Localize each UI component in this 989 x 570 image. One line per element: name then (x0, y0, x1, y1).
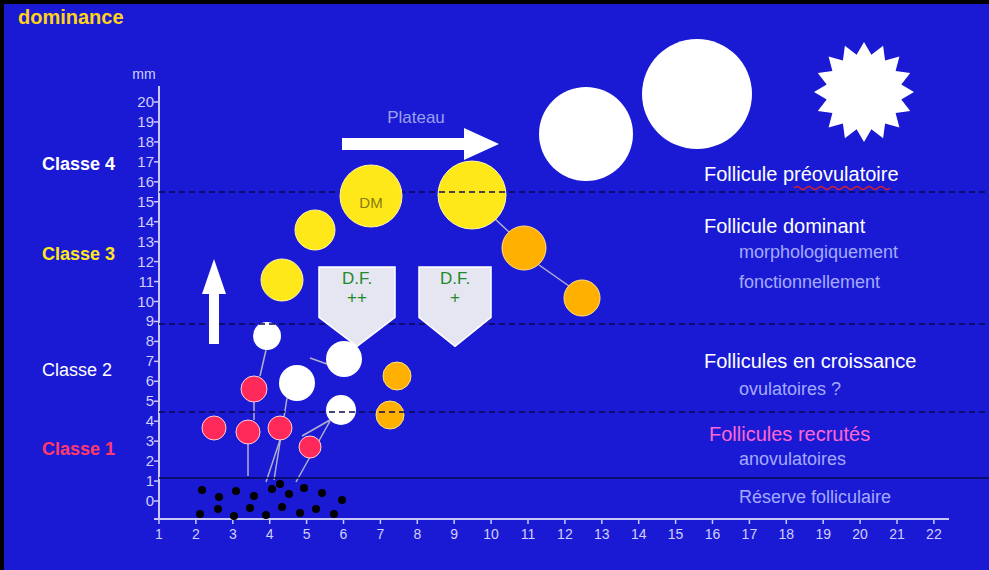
class-lines (159, 192, 989, 478)
tick-label: 2 (146, 452, 154, 469)
slide-title: dominance (18, 6, 124, 29)
tick-label: 8 (413, 526, 421, 542)
class-label: Classe 4 (42, 154, 115, 175)
dominant-follicle: DM (339, 164, 403, 228)
dominance-arrow: D.F. + (418, 266, 492, 347)
class-description: Follicules recrutés (709, 423, 870, 446)
axes (154, 86, 949, 519)
class-subnote: morphologiquement (739, 242, 898, 263)
tick-label: 11 (521, 526, 536, 542)
tick-label: 1 (146, 472, 154, 489)
spellcheck-underline (794, 187, 890, 190)
class-description: Follicules en croissance (704, 350, 916, 373)
tick-label: 13 (137, 233, 154, 250)
tick-label: 9 (450, 526, 458, 542)
lineage-lines (248, 218, 569, 482)
unit-label: mm (132, 66, 155, 82)
class-description: Follicule dominant (704, 215, 865, 238)
tick-label: 5 (303, 526, 311, 542)
tick-label: 3 (146, 433, 154, 450)
tick-label: 8 (146, 333, 154, 350)
tick-label: 1 (155, 526, 163, 542)
tick-label: 20 (137, 93, 154, 110)
tick-label: 20 (852, 526, 868, 542)
tick-label: 19 (137, 113, 154, 130)
reserve-dots (196, 480, 346, 520)
tick-label: 10 (137, 293, 154, 310)
tick-label: 7 (146, 353, 154, 370)
tick-label: 17 (742, 526, 758, 542)
tick-label: 11 (138, 273, 154, 290)
plateau-label: Plateau (387, 108, 445, 128)
growth-arrow (202, 259, 226, 344)
tick-label: 6 (146, 373, 154, 390)
class-label: Classe 2 (42, 360, 112, 381)
class-label: Classe 1 (42, 439, 115, 460)
tick-label: 14 (631, 526, 647, 542)
tick-label: 7 (376, 526, 384, 542)
tick-label: 18 (137, 133, 154, 150)
tick-label: 21 (889, 526, 905, 542)
tick-label: 12 (557, 526, 573, 542)
tick-label: 3 (229, 526, 237, 542)
dominance-arrow: D.F. ++ (318, 266, 396, 347)
class-label: Classe 3 (42, 244, 115, 265)
class-subnote: ovulatoires ? (739, 379, 841, 400)
tick-label: 16 (705, 526, 721, 542)
class-description: Follicule préovulatoire (704, 163, 899, 186)
tick-label: 5 (146, 393, 154, 410)
tick-label: 4 (146, 413, 154, 430)
plateau-arrow (342, 128, 499, 160)
preovulatory-follicles (539, 39, 914, 181)
tick-label: 10 (483, 526, 499, 542)
tick-label: 18 (779, 526, 795, 542)
tick-label: 6 (340, 526, 348, 542)
tick-label: 4 (266, 526, 274, 542)
tick-label: 15 (137, 193, 154, 210)
tick-label: 2 (192, 526, 200, 542)
class-subnote: Réserve folliculaire (739, 487, 891, 508)
tick-label: 9 (146, 313, 154, 330)
tick-label: 0 (146, 492, 154, 509)
tick-label: 13 (594, 526, 610, 542)
tick-label: 15 (668, 526, 684, 542)
tick-label: 19 (815, 526, 831, 542)
tick-label: 12 (137, 253, 154, 270)
class-subnote: fonctionnellement (739, 272, 880, 293)
tick-label: 16 (137, 173, 154, 190)
node-text: D.F. + (434, 266, 476, 307)
tick-label: 14 (137, 213, 154, 230)
axis-ticks (154, 102, 934, 524)
tick-label: 22 (926, 526, 942, 542)
atretic-follicles (376, 226, 600, 429)
class-subnote: anovulatoires (739, 449, 846, 470)
node-text: D.F. ++ (336, 266, 378, 307)
tick-label: 17 (137, 153, 154, 170)
node-text: DM (359, 195, 382, 212)
